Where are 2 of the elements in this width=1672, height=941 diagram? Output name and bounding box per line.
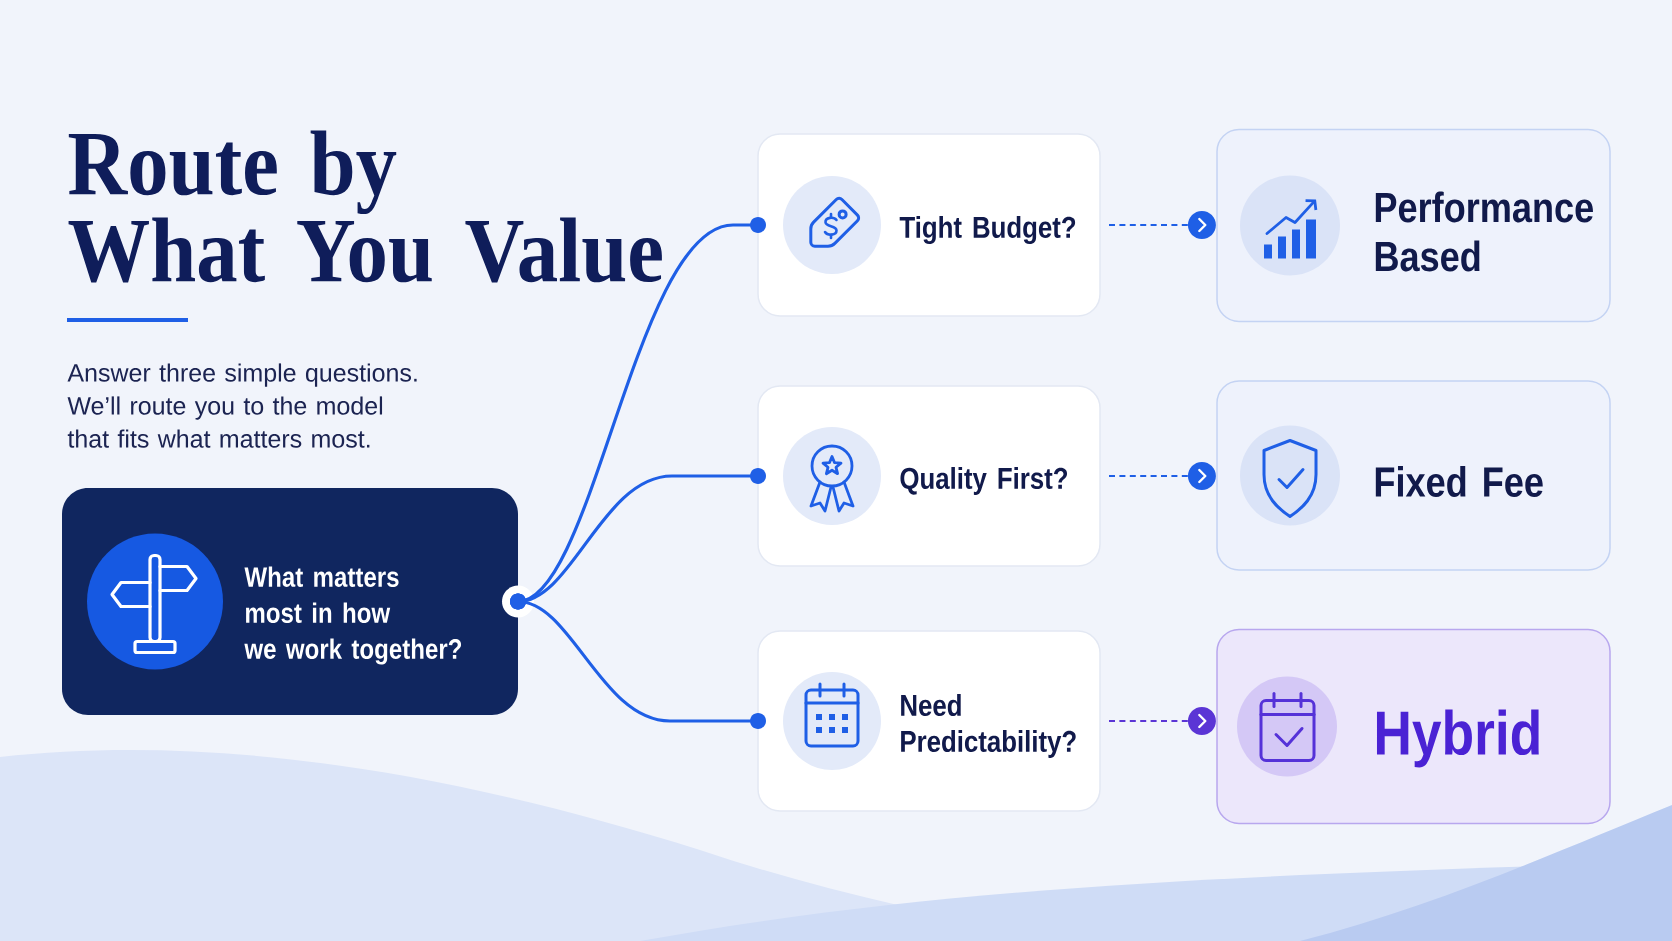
intro-text: Answer three simple questions. We’ll route you to the model that fits what matters most. bbox=[67, 363, 417, 448]
title: Route by What You Value bbox=[68, 130, 662, 283]
